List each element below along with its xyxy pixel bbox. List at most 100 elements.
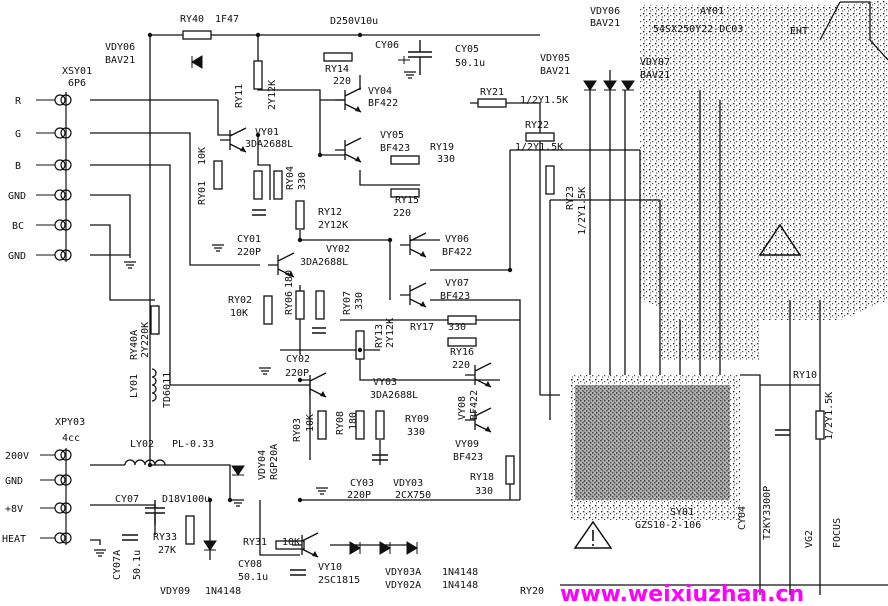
label-ry04: RY04 (285, 166, 296, 190)
crt-neck (570, 0, 888, 520)
label-cy08-val: 50.1u (238, 572, 268, 583)
label-cy04: CY04 (737, 506, 748, 530)
label-cy07a-val: 50.1u (132, 550, 143, 580)
wiring (90, 34, 888, 595)
label-vy07-type: BF423 (440, 291, 470, 302)
label-vdy06b-ref: VDY06 (590, 6, 620, 17)
crt-ref: AY01 (700, 6, 724, 17)
label-cy02: CY02 (286, 354, 310, 365)
label-ry14: RY14 (325, 64, 349, 75)
label-vy04-type: BF422 (368, 98, 398, 109)
label-ry21: RY21 (480, 87, 504, 98)
label-ry33-val: 27K (158, 545, 176, 556)
label-vy01-type: 3DA2688L (245, 139, 293, 150)
label-ry09: RY09 (405, 414, 429, 425)
label-ry10: RY10 (793, 370, 817, 381)
label-ry18-val: 330 (475, 486, 493, 497)
label-cy08: CY08 (238, 559, 262, 570)
label-vy03-type: 3DA2688L (370, 390, 418, 401)
pin-200v: 200V (5, 451, 29, 462)
label-ry08: RY08 (335, 411, 346, 435)
label-vdy03a: VDY03A (385, 567, 421, 578)
label-ry08-val: 180 (348, 412, 359, 430)
pin-gnd3: GND (5, 476, 23, 487)
label-ry06: RY06 (284, 291, 295, 315)
pin-bc: BC (12, 221, 24, 232)
connector-labels: XSY01 6P6 R G B GND BC GND XPY03 4cc 200… (2, 66, 92, 545)
label-d18: D18V100u (162, 494, 210, 505)
xpy03-ref: XPY03 (55, 417, 85, 428)
label-vdy02a: VDY02A (385, 580, 421, 591)
label-vg2: VG2 (804, 530, 815, 548)
label-vdy09: VDY09 (160, 586, 190, 597)
label-ry17-val: 330 (448, 322, 466, 333)
label-vy06: VY06 (445, 234, 469, 245)
label-vy09-type: BF423 (453, 452, 483, 463)
pin-gnd2: GND (8, 251, 26, 262)
watermark: www.weixiuzhan.cn (560, 582, 804, 606)
label-vdy05-ref: VDY05 (540, 53, 570, 64)
label-vdy06a-type: BAV21 (105, 55, 135, 66)
label-vdy06a-ref: VDY06 (105, 42, 135, 53)
label-ry16-val: 220 (452, 360, 470, 371)
label-vdy04: VDY04 (257, 450, 268, 480)
label-vdy03: VDY03 (393, 478, 423, 489)
label-vy02-type: 3DA2688L (300, 257, 348, 268)
label-ry13: RY13 (374, 324, 385, 348)
component-labels: RY40 1F47 D250V10u VDY06 BAV21 VDY06 BAV… (105, 6, 843, 597)
label-ry06-val: 180 (284, 270, 295, 288)
left-connector (36, 92, 72, 262)
label-vy01: VY01 (255, 127, 279, 138)
label-ry15-val: 220 (393, 208, 411, 219)
label-ry13-val: 2Y12K (385, 318, 396, 348)
crt-warning-icon (758, 223, 802, 256)
inductors (124, 368, 166, 466)
label-vy08-type: BF422 (469, 390, 480, 420)
pin-gnd1: GND (8, 191, 26, 202)
label-ry03: RY03 (292, 418, 303, 442)
label-ry15: RY15 (395, 195, 419, 206)
label-ly02-val: PL-0.33 (172, 439, 214, 450)
label-ly01: LY01 (129, 374, 140, 398)
label-ry10-val: 1/2Y1.5K (824, 392, 835, 440)
label-f47: 1F47 (215, 14, 239, 25)
label-ry02: RY02 (228, 295, 252, 306)
label-ry18: RY18 (470, 472, 494, 483)
label-ry22: RY22 (525, 120, 549, 131)
label-ry02-val: 10K (230, 308, 248, 319)
label-ry12: RY12 (318, 207, 342, 218)
label-ry01: RY01 (197, 181, 208, 205)
label-vdy03-type: 2CX750 (395, 490, 431, 501)
label-ry14-val: 220 (333, 76, 351, 87)
label-ry09-val: 330 (407, 427, 425, 438)
label-ry40a: RY40A (129, 330, 140, 360)
label-ry21-val: 1/2Y1.5K (520, 95, 568, 106)
label-vdy03a-type: 1N4148 (442, 567, 478, 578)
label-vdy06b-type: BAV21 (590, 18, 620, 29)
label-ry40a-val: 2Y220K (140, 322, 151, 358)
label-vy02: VY02 (326, 244, 350, 255)
xpy03-type: 4cc (62, 433, 80, 444)
xsy01-ref: XSY01 (62, 66, 92, 77)
label-ry33: RY33 (153, 532, 177, 543)
label-ry19-val: 330 (437, 154, 455, 165)
label-ry01-val: 10K (197, 147, 208, 165)
label-vy10-type: 2SC1815 (318, 575, 360, 586)
label-ry20: RY20 (520, 586, 544, 597)
label-ry07: RY07 (342, 291, 353, 315)
xsy01-type: 6P6 (68, 78, 86, 89)
socket-ref: SY01 (670, 507, 694, 518)
label-ry11-val: 2Y12K (267, 80, 278, 110)
pin-g: G (15, 129, 21, 140)
label-ry19: RY19 (430, 142, 454, 153)
label-cy02-val: 220P (285, 368, 309, 379)
label-ry16: RY16 (450, 347, 474, 358)
label-cy03-val: 220P (347, 490, 371, 501)
label-vy07: VY07 (445, 278, 469, 289)
label-vdy02a-type: 1N4148 (442, 580, 478, 591)
label-ry22-val: 1/2Y1.5K (515, 142, 563, 153)
pin-8v: +8V (5, 504, 23, 515)
label-vy06-type: BF422 (442, 247, 472, 258)
